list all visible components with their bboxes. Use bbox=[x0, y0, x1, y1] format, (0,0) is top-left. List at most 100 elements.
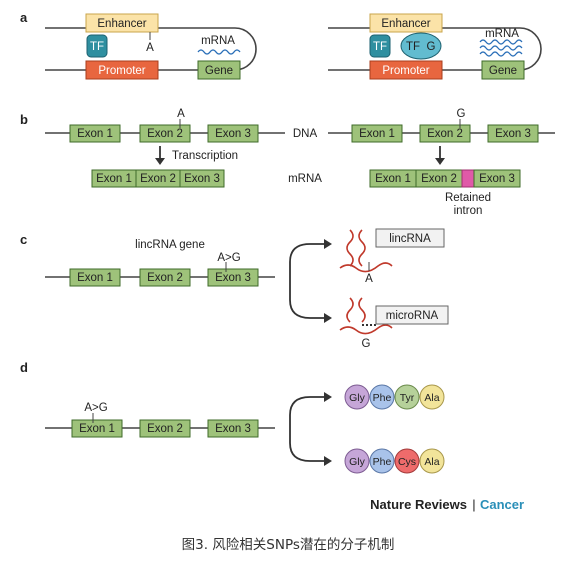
amino-acid-bead bbox=[344, 384, 370, 410]
retained-label: Retained bbox=[445, 192, 491, 204]
panel-b-right: Exon 1 Exon 2 Exon 3 G Exon 1 Exon 2 Exo… bbox=[328, 108, 555, 217]
allele-label: A bbox=[365, 273, 373, 285]
exon-box bbox=[207, 268, 259, 287]
rna-strand-icon bbox=[339, 324, 393, 335]
panel-label-b: b bbox=[20, 112, 28, 127]
panel-label-d: d bbox=[20, 360, 28, 375]
allele-label: G bbox=[362, 338, 371, 350]
tf-complex-icon bbox=[400, 32, 442, 60]
promoter-label: Promoter bbox=[98, 65, 145, 77]
variant-label: A>G bbox=[217, 252, 240, 264]
rna-strand-icon bbox=[339, 262, 393, 273]
branch-arrow bbox=[289, 396, 328, 462]
mrna-label: mRNA bbox=[485, 28, 519, 40]
branch-arrow bbox=[289, 243, 328, 319]
amino-acid-label: Ala bbox=[424, 456, 439, 468]
amino-acid-bead bbox=[419, 384, 445, 410]
amino-acid-label: Ala bbox=[424, 392, 439, 404]
panel-d-gene: Exon 1 Exon 2 Exon 3 A>G bbox=[45, 402, 275, 438]
mrna-wave-icon bbox=[479, 45, 523, 51]
dna-label: DNA bbox=[293, 128, 318, 140]
tf-label: TF bbox=[90, 41, 104, 53]
exon-label: Exon 2 bbox=[421, 173, 457, 185]
exon-label: Exon 1 bbox=[77, 272, 113, 284]
g-label: G bbox=[427, 41, 436, 53]
rna-helix-icon bbox=[358, 297, 366, 323]
exon-label: Exon 3 bbox=[215, 423, 251, 435]
exon-box bbox=[69, 124, 121, 143]
lincrna-callout bbox=[375, 228, 445, 248]
enhancer-box bbox=[85, 13, 159, 33]
rna-helix-icon bbox=[346, 297, 354, 323]
lincrna-gene-label: lincRNA gene bbox=[135, 239, 205, 251]
promoter-label: Promoter bbox=[382, 65, 429, 77]
retained-intron-box bbox=[461, 169, 475, 188]
exon-box bbox=[139, 419, 191, 438]
mrna-wave-icon bbox=[479, 39, 523, 45]
microrna-callout bbox=[375, 305, 449, 325]
promoter-box bbox=[369, 60, 443, 80]
tf-label: TF bbox=[373, 41, 387, 53]
lincrna-label: lincRNA bbox=[389, 233, 431, 245]
exon-box bbox=[69, 268, 121, 287]
amino-acid-bead bbox=[344, 448, 370, 474]
amino-acid-bead bbox=[394, 384, 420, 410]
allele-label: A bbox=[146, 42, 154, 54]
journal-section: Cancer bbox=[480, 497, 524, 512]
arrow-head-icon bbox=[324, 456, 332, 466]
exon-label: Exon 2 bbox=[147, 423, 183, 435]
dna-loop bbox=[328, 27, 542, 71]
enhancer-box bbox=[369, 13, 443, 33]
arrow-head-icon bbox=[324, 392, 332, 402]
figure-caption: 图3. 风险相关SNPs潜在的分子机制 bbox=[181, 537, 395, 553]
panel-label-c: c bbox=[20, 232, 27, 247]
exon-label: Exon 1 bbox=[359, 128, 395, 140]
credit-separator: | bbox=[472, 497, 475, 512]
gene-box bbox=[481, 60, 525, 80]
amino-acid-bead bbox=[419, 448, 445, 474]
exon-box bbox=[207, 419, 259, 438]
exon-box bbox=[419, 124, 471, 143]
exon-box bbox=[139, 124, 191, 143]
rna-helix-icon bbox=[358, 229, 366, 267]
exon-box bbox=[351, 124, 403, 143]
panel-c-gene: lincRNA gene Exon 1 Exon 2 Exon 3 A>G bbox=[45, 239, 275, 287]
exon-box bbox=[71, 419, 123, 438]
exon-label: Exon 3 bbox=[495, 128, 531, 140]
exon-label: Exon 2 bbox=[147, 272, 183, 284]
intron-label: intron bbox=[454, 205, 483, 217]
amino-acid-bead bbox=[369, 384, 395, 410]
panel-a-right: Enhancer Promoter Gene TF TF G mRNA bbox=[328, 13, 542, 80]
gene-label: Gene bbox=[489, 65, 517, 77]
exon-label: Exon 3 bbox=[479, 173, 515, 185]
protein-top: Gly Phe Tyr Ala bbox=[344, 384, 445, 410]
exon-label: Exon 3 bbox=[215, 272, 251, 284]
exon-box bbox=[139, 268, 191, 287]
exon-label: Exon 1 bbox=[96, 173, 132, 185]
journal-credit: Nature Reviews | Cancer bbox=[370, 497, 524, 512]
panel-b-left: Exon 1 Exon 2 Exon 3 A Transcription Exo… bbox=[45, 108, 285, 188]
journal-name: Nature Reviews bbox=[370, 497, 467, 512]
panel-a-left: Enhancer Promoter Gene TF A mRNA bbox=[45, 13, 257, 80]
rna-helix-icon bbox=[346, 229, 354, 267]
exon-label: Exon 1 bbox=[375, 173, 411, 185]
allele-label: G bbox=[457, 108, 466, 120]
mrna-wave-icon bbox=[197, 49, 241, 55]
microrna-label: microRNA bbox=[386, 310, 439, 322]
exon-label: Exon 1 bbox=[77, 128, 113, 140]
amino-acid-label: Gly bbox=[349, 456, 366, 468]
amino-acid-bead bbox=[394, 448, 420, 474]
amino-acid-label: Cys bbox=[398, 456, 416, 468]
amino-acid-bead bbox=[369, 448, 395, 474]
protein-bottom: Gly Phe Cys Ala bbox=[344, 448, 445, 474]
arrow-head-icon bbox=[324, 313, 332, 323]
mrna-wave-icon bbox=[479, 51, 523, 57]
enhancer-label: Enhancer bbox=[381, 18, 430, 30]
amino-acid-label: Gly bbox=[349, 392, 366, 404]
variant-label: A>G bbox=[84, 402, 107, 414]
gene-label: Gene bbox=[205, 65, 233, 77]
tf-g-label: TF bbox=[406, 41, 420, 53]
amino-acid-label: Phe bbox=[373, 456, 392, 468]
microrna-structure: microRNA G bbox=[339, 297, 449, 350]
arrow-head-icon bbox=[155, 158, 165, 165]
